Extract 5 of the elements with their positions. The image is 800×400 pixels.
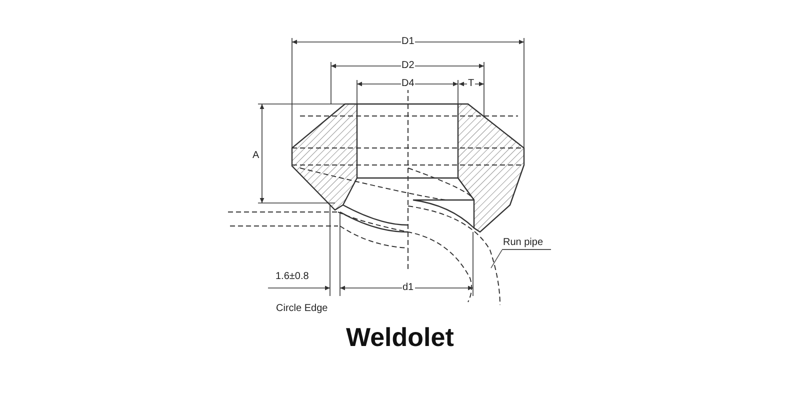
note-label: Circle Edge — [275, 303, 329, 315]
part-label: Run pipe — [502, 237, 552, 250]
leader-line — [490, 250, 502, 268]
dimension-label: D4 — [400, 78, 416, 90]
diagram-title: Weldolet — [346, 322, 454, 353]
